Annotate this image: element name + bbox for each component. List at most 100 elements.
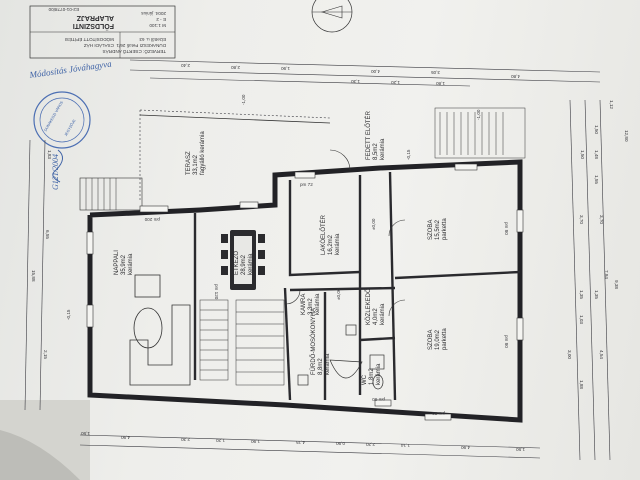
terrace [79,109,331,211]
dimension-label: 1,90 [281,66,290,71]
dimension-label: 1,88 [579,380,584,389]
room-label-wc: WC 1,8m2 kerámia [362,363,382,385]
paper-curl [0,430,80,480]
title-block: TERVEZŐ: CSERTŐ ANDRÁS DUNAKESZI Petofi … [29,5,176,59]
dimension-label: 1,50 [594,125,599,134]
room-label-pantry: KAMRA 3,3m2 kerámia [301,293,321,315]
window-label: pm 60 [372,397,385,402]
left-dimension-chain: 1,83 6,55 2,15 15,88 [31,150,52,359]
doors [285,149,406,317]
svg-text:35,9m2: 35,9m2 [121,254,127,275]
dimension-label: 1,35 [594,290,599,299]
svg-text:kerámia: kerámia [128,253,134,275]
svg-text:28,9m2: 28,9m2 [241,254,247,275]
dimension-label: 1,83 [47,150,52,159]
svg-text:kerámia: kerámia [325,353,331,375]
svg-text:kerámia: kerámia [315,293,321,315]
svg-text:1,8m2: 1,8m2 [369,368,375,385]
svg-text:fagyálló kerámia: fagyálló kerámia [200,131,206,175]
title-line: TERVEZŐ: CSERTŐ ANDRÁS [103,49,166,55]
dimension-label: 4,80 [511,74,520,79]
dimension-label: 0,90 [336,441,345,446]
title-line: MÓDOSÍTOTT ÉPÍTÉSI [65,37,114,43]
dimension-label: 1,35 [579,290,584,299]
right-dimension-chain: 1,50 1,48 1,55 3,70 3,70 1,35 1,03 1,35 … [567,100,629,389]
dimension-label: 1,20 [216,438,225,443]
svg-text:TERASZ: TERASZ [186,151,192,175]
title-line: DUNAKESZI Petofi 26/1 [116,43,166,48]
dimension-label: 4,15 [296,440,305,445]
room-label-bedroom-2: SZOBA 19,0m2 parketta [428,328,448,350]
room-label-living: NAPPALI 35,9m2 kerámia [114,250,134,275]
signature [52,149,63,183]
dimension-label: 4,54 [599,350,604,359]
svg-text:WC: WC [362,374,368,385]
svg-text:FÜRDŐ-MOSÓKONYHA: FÜRDŐ-MOSÓKONYHA [310,308,317,375]
svg-text:kerámia: kerámia [376,363,382,385]
dimension-label: 1,50 [516,447,525,452]
title-line: M 1:100 [149,23,166,28]
sofa [129,274,191,386]
window-label: pm 80 [432,411,445,416]
dimension-label: 2,30 [181,437,190,442]
dimension-label: 9,38 [614,280,619,289]
stamp-line: DUNAKESZI VÁROS [43,100,64,132]
dimension-label: 1,48 [594,150,599,159]
title-line: 2004. június [141,11,166,16]
title-line: FÖLDSZINTI [73,22,114,31]
handwritten-note: G121/2004 [51,154,60,190]
dimension-label: 1,55 [594,175,599,184]
svg-text:8,8m2: 8,8m2 [318,358,324,375]
level-mark: ±0,00 [336,288,341,300]
dimension-label: 1,30 [351,79,360,84]
dimension-lines [24,59,611,461]
level-mark: -1,00 [476,109,481,120]
svg-text:3,3m2: 3,3m2 [308,298,314,315]
svg-text:SZOBA: SZOBA [428,220,434,240]
kitchen-stairs [199,299,285,386]
svg-text:ÉTKEZŐ: ÉTKEZŐ [233,251,240,275]
room-label-covered-entry: FEDETT ELŐTÉR 8,5m2 kerámia [365,110,386,160]
top-dimension-chain: 2,40 2,80 1,90 4,00 3,05 1,30 1,20 1,80 … [181,63,520,86]
interior-walls [193,171,521,401]
room-label-bedroom-1: SZOBA 15,5m2 parketta [428,218,448,240]
windows [86,163,524,421]
dimension-label: 2,40 [181,63,190,68]
dimension-label: 15,88 [31,270,36,282]
window-label: pm 120 [214,284,219,300]
svg-text:kerámia: kerámia [380,138,386,160]
dimension-label: 3,05 [431,70,440,75]
svg-text:16,2m2: 16,2m2 [328,234,334,255]
dimension-label: 1,80 [436,81,445,86]
window-label: pm 80 [504,222,509,235]
title-line: ALAPRAJZ [76,14,114,21]
north-arrow-icon [311,0,353,33]
svg-text:LAKÓELŐTÉR: LAKÓELŐTÉR [320,214,327,255]
svg-text:15,5m2: 15,5m2 [435,219,441,240]
dimension-label: 1,12 [609,100,614,109]
svg-text:FEDETT ELŐTÉR: FEDETT ELŐTÉR [365,110,372,160]
room-label-terrace: TERASZ 33,1m2 fagyálló kerámia [186,131,206,175]
dimension-label: 1,20 [391,80,400,85]
dimension-label: 2,80 [231,65,240,70]
dimension-label: 3,70 [599,215,604,224]
title-line: E2-01-0778/00 [48,7,79,12]
svg-text:19,0m2: 19,0m2 [435,329,441,350]
window-label: pm 72 [300,182,313,187]
bottom-dimension-chain: 1,50 4,90 2,30 1,20 1,90 4,15 0,90 2,20 … [81,431,525,452]
svg-text:NAPPALI: NAPPALI [114,250,120,275]
dimension-label: 1,90 [251,439,260,444]
title-line: Elzettől u. 63 [139,37,166,42]
svg-text:SZOBA: SZOBA [428,330,434,350]
handwritten-note: Módosítás Jóváhagyva [28,58,113,80]
dimension-label: 2,15 [43,350,48,359]
svg-text:33,1m2: 33,1m2 [193,154,199,175]
window-label: pm 200 [144,217,160,222]
level-mark: -1,00 [241,94,246,105]
svg-text:kerámia: kerámia [248,253,254,275]
dimension-label: 4,00 [371,69,380,74]
room-label-dining: ÉTKEZŐ 28,9m2 kerámia [233,251,254,275]
dimension-label: 3,00 [567,350,572,359]
